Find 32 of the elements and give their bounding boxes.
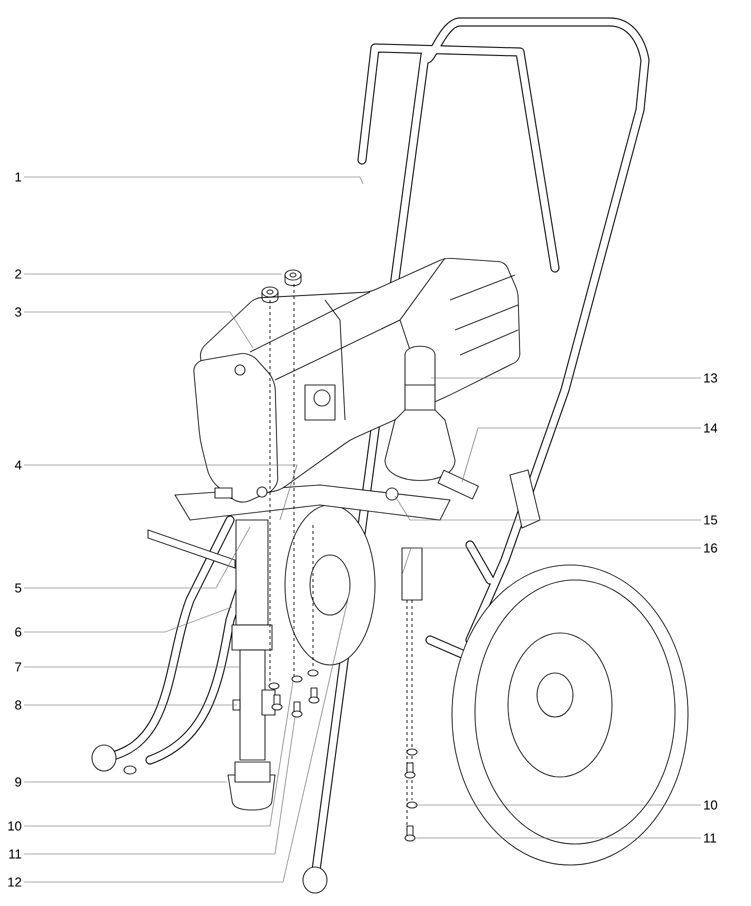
callout-number: 6 [15,627,22,637]
leader-line [24,716,296,854]
callout-number: 14 [704,424,718,432]
callout-number: 7 [15,662,22,672]
leader-line [462,428,702,482]
leader-line [414,804,702,806]
callout-number: 11 [9,850,22,858]
leader-line [24,464,298,520]
callout-number: 13 [704,373,718,383]
callout-number: 10 [704,800,718,810]
leader-line [24,176,364,184]
leader-line [24,590,350,882]
callout-number: 16 [704,543,718,553]
callout-number: 2 [15,269,22,279]
leader-line [402,548,702,576]
callout-number: 10 [8,821,22,831]
leader-line [24,704,238,706]
callout-number: 12 [8,877,22,887]
callout-number: 3 [15,307,22,317]
callout-number: 4 [14,460,22,470]
leader-line [24,666,240,668]
callout-number: 9 [15,777,22,787]
callout-number: 15 [704,515,718,525]
leader-line [24,526,250,588]
leader-line [24,312,254,348]
callout-number: 8 [15,700,22,710]
leader-line [394,496,702,520]
callout-number: 1 [16,172,22,182]
leader-line [24,606,232,632]
callout-number: 11 [704,834,716,842]
leader-line [24,680,294,826]
callout-number: 5 [15,583,22,593]
